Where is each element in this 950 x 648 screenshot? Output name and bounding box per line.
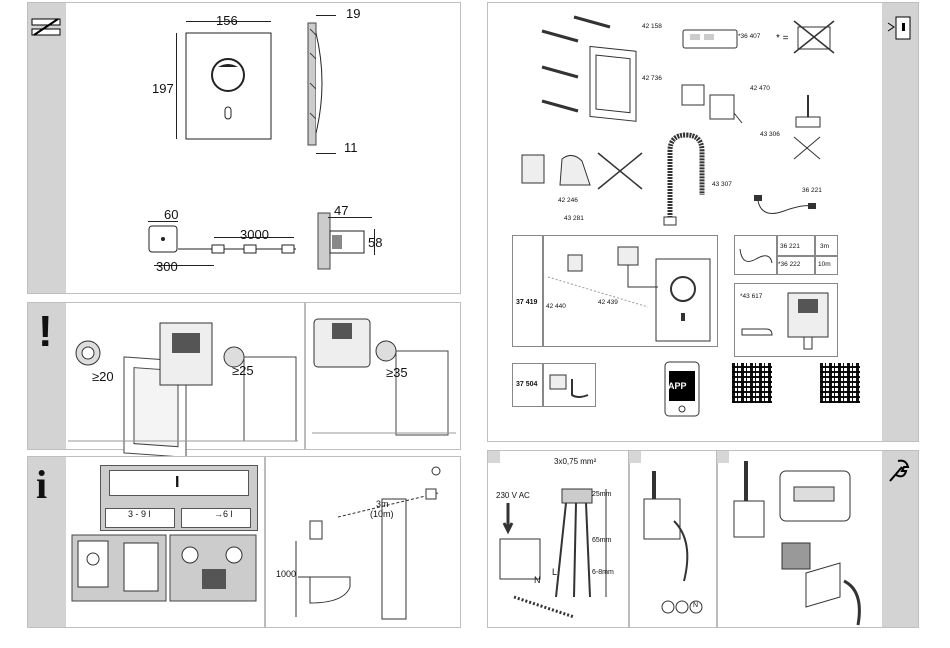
dim-wall: 11 <box>344 140 358 155</box>
table-code-2: *36 222 <box>778 261 800 268</box>
step-marker-2 <box>629 451 641 463</box>
cable-icon <box>738 245 774 269</box>
remote-control <box>682 29 738 49</box>
pn-42470: 42 470 <box>750 85 770 92</box>
live-label: L <box>552 567 557 577</box>
gap-label-2: ≥25 <box>232 363 254 378</box>
dim-cable: 3000 <box>240 227 269 242</box>
pn-36407: *36 407 <box>738 33 760 40</box>
extension-cable <box>754 189 818 223</box>
toilet-installation-illustration <box>288 461 458 623</box>
volume-small: 3 - 9 l <box>128 509 151 519</box>
bracket-part <box>790 95 824 163</box>
dim-cable-out: 300 <box>156 259 178 274</box>
power-box-parts <box>680 83 742 125</box>
gap-label-3: ≥35 <box>386 365 408 380</box>
exclamation-icon: ! <box>38 307 53 357</box>
set-37504-parts <box>548 371 592 401</box>
not-available-icon <box>794 19 834 55</box>
strip-68: 6-8mm <box>592 569 614 576</box>
dim-depth: 19 <box>346 6 360 21</box>
wiring-step-3 <box>724 461 880 627</box>
dim-height: 197 <box>152 81 174 96</box>
pn-43306: 43 306 <box>760 131 780 138</box>
control-box <box>148 225 178 253</box>
dim-recess-h: 58 <box>368 235 382 250</box>
table-code-1: 36 221 <box>780 243 800 250</box>
valve-parts <box>516 149 646 195</box>
spare-parts-panel: 42 158 42 736 *36 407 * = 42 470 43 306 <box>487 2 919 442</box>
info-panel: i I 3 - 9 l →6 l 3 <box>27 456 461 628</box>
table-len-2: 10m <box>818 261 831 268</box>
plate-side-view <box>306 13 346 163</box>
pn-43307: 43 307 <box>712 181 732 188</box>
sensor-distance-alt: (10m) <box>370 509 394 519</box>
pn-42439: 42 439 <box>598 299 618 306</box>
cable-spec: 3x0,75 mm² <box>554 457 596 466</box>
warning-panel: ! ≥20 ≥25 ≥35 <box>27 302 461 450</box>
table-len-1: 3m <box>820 243 829 250</box>
cistern-volume-box: I <box>100 465 258 531</box>
app-label: APP <box>668 381 687 391</box>
concealed-body-parts <box>738 289 834 353</box>
dim-width: 156 <box>216 13 238 28</box>
dim-box: 60 <box>164 207 178 222</box>
wiring-step-2 <box>634 471 714 627</box>
info-icon: i <box>36 461 47 508</box>
neutral-label: N <box>534 575 541 585</box>
ruler-icon <box>32 17 62 39</box>
wall-plate-icon <box>886 15 914 43</box>
set-37504: 37 504 <box>516 381 537 388</box>
pn-43281: 43 281 <box>564 215 584 222</box>
set-37419: 37 419 <box>516 299 537 306</box>
user-manual-illustration <box>72 535 258 603</box>
dim-recess: 47 <box>334 203 348 218</box>
gap-label-1: ≥20 <box>92 369 114 384</box>
wrench-icon <box>886 457 914 485</box>
cable-drawing <box>178 241 298 257</box>
parts-sidebar <box>882 3 918 441</box>
strip-25: 25mm <box>592 491 611 498</box>
set-37419-parts <box>548 247 714 343</box>
flush-plate-front <box>186 33 272 141</box>
neutral-terminal: N <box>693 602 698 609</box>
step-marker-1 <box>488 451 500 463</box>
pn-42736: 42 736 <box>642 75 662 82</box>
wall-mount-illustration-2 <box>312 313 456 443</box>
pn-42440: 42 440 <box>546 303 566 310</box>
flex-hose <box>664 131 708 227</box>
mount-height: 1000 <box>276 569 296 579</box>
qr-code-right[interactable] <box>820 363 860 403</box>
mounting-frame-parts <box>538 13 642 125</box>
installation-panel: 3x0,75 mm² 230 V AC 25mm 65mm 6-8mm N L … <box>487 450 919 628</box>
pn-42246: 42 246 <box>558 197 578 204</box>
pn-42158: 42 158 <box>642 23 662 30</box>
pn-36221: 36 221 <box>802 187 822 194</box>
dimensions-panel: 156 197 19 11 60 3000 300 <box>27 2 461 294</box>
dimensions-sidebar <box>28 3 66 293</box>
volume-large: →6 l <box>214 509 233 519</box>
asterisk-equals: * = <box>776 33 789 44</box>
wall-mount-illustration-1 <box>68 323 298 447</box>
sensor-distance: 3m <box>376 499 389 509</box>
strip-65: 65mm <box>592 537 611 544</box>
qr-code-left[interactable] <box>732 363 772 403</box>
